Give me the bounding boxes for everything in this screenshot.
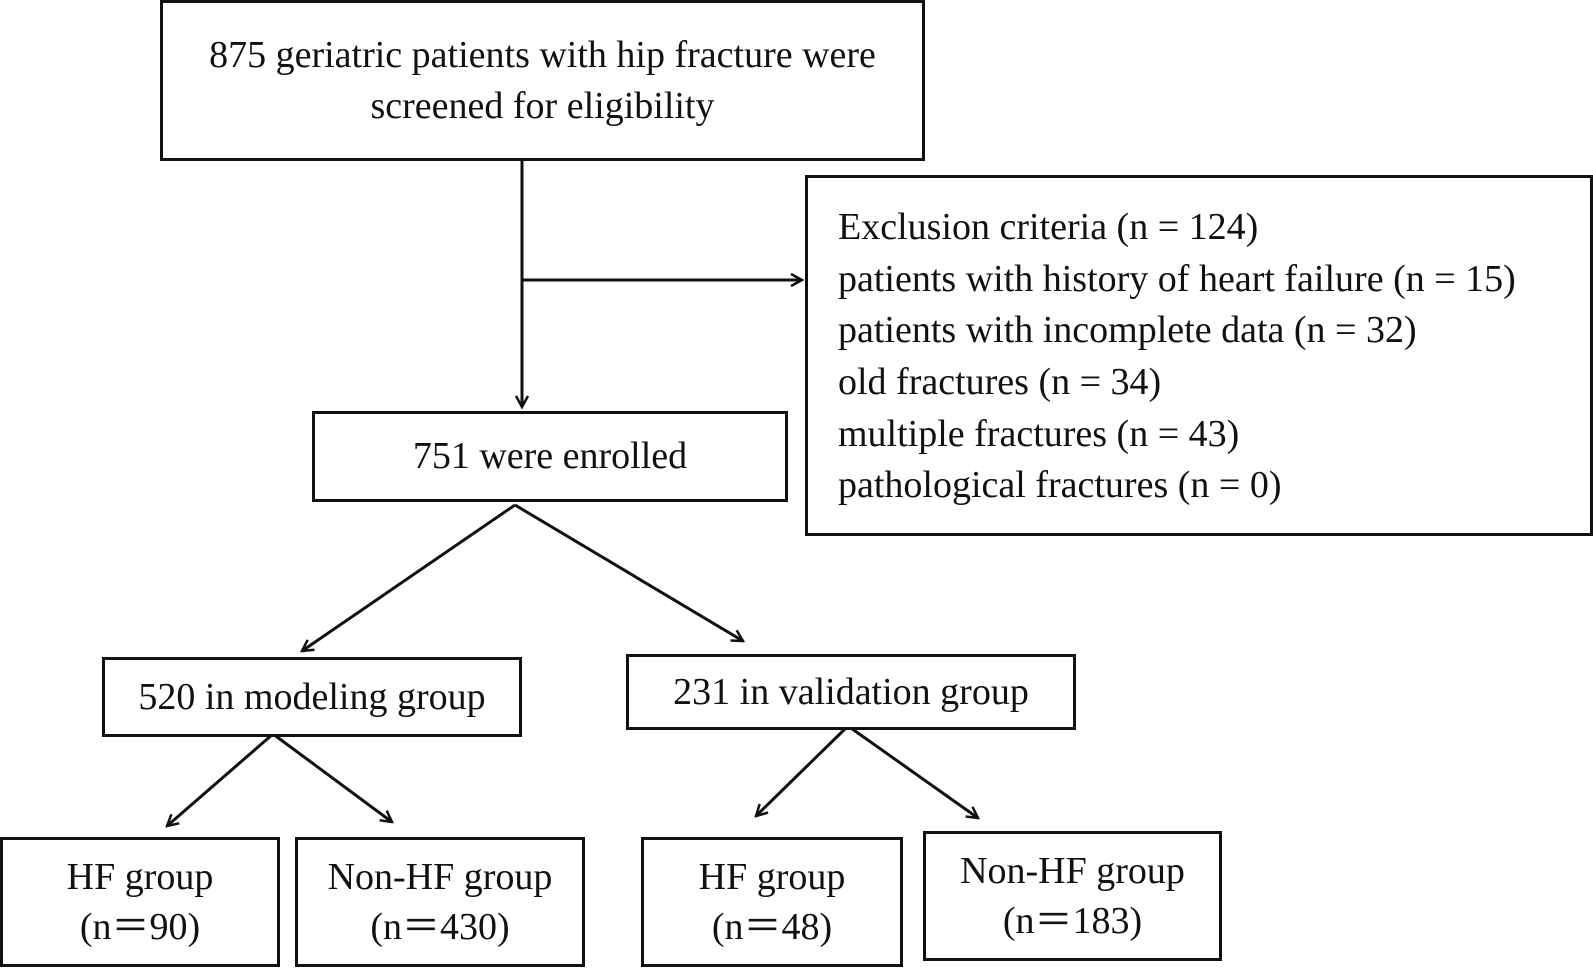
modeling-hf-group-name: HF group: [66, 855, 214, 898]
validation-hf-group-count: (n＝48): [711, 906, 833, 948]
modeling-group-box: 520 in modeling group: [102, 657, 522, 737]
arrow-enrolled-to-validation: [514, 503, 743, 641]
validation-group-box: 231 in validation group: [626, 654, 1076, 730]
arrow-validation-to-non-hf: [847, 724, 978, 818]
screening-box: 875 geriatric patients with hip fracture…: [160, 0, 925, 161]
modeling-hf-group-count: (n＝90): [79, 906, 201, 948]
exclusion-criteria-box: Exclusion criteria (n = 124) patients wi…: [805, 175, 1593, 536]
modeling-group-label: 520 in modeling group: [138, 675, 486, 718]
enrolled-box: 751 were enrolled: [312, 411, 788, 502]
validation-non-hf-group-count: (n＝183): [1002, 900, 1143, 942]
validation-hf-group-box: HF group (n＝48): [641, 837, 903, 967]
screening-line-2: screened for eligibility: [370, 84, 715, 127]
arrow-modeling-to-non-hf: [272, 732, 392, 822]
exclusion-title: Exclusion criteria (n = 124): [838, 206, 1259, 248]
modeling-non-hf-group-count: (n＝430): [370, 906, 510, 948]
screening-line-1: 875 geriatric patients with hip fracture…: [209, 34, 876, 77]
exclusion-item-old-fractures: old fractures (n = 34): [838, 361, 1162, 404]
validation-non-hf-group-name: Non-HF group: [960, 849, 1185, 892]
arrow-modeling-to-hf: [167, 732, 274, 826]
exclusion-item-heart-failure: patients with history of heart failure (…: [838, 257, 1516, 300]
validation-group-label: 231 in validation group: [673, 670, 1029, 713]
modeling-non-hf-group-box: Non-HF group (n＝430): [295, 837, 585, 967]
arrow-validation-to-hf: [756, 724, 850, 816]
exclusion-item-incomplete-data: patients with incomplete data (n = 32): [838, 309, 1417, 352]
exclusion-item-multiple-fractures: multiple fractures (n = 43): [838, 412, 1240, 455]
arrow-enrolled-to-modeling: [302, 503, 516, 651]
exclusion-item-pathological-fractures: pathological fractures (n = 0): [838, 464, 1282, 507]
modeling-hf-group-box: HF group (n＝90): [0, 837, 280, 967]
enrolled-label: 751 were enrolled: [412, 435, 688, 478]
modeling-non-hf-group-name: Non-HF group: [327, 855, 553, 898]
validation-non-hf-group-box: Non-HF group (n＝183): [923, 831, 1222, 961]
validation-hf-group-name: HF group: [698, 855, 846, 898]
